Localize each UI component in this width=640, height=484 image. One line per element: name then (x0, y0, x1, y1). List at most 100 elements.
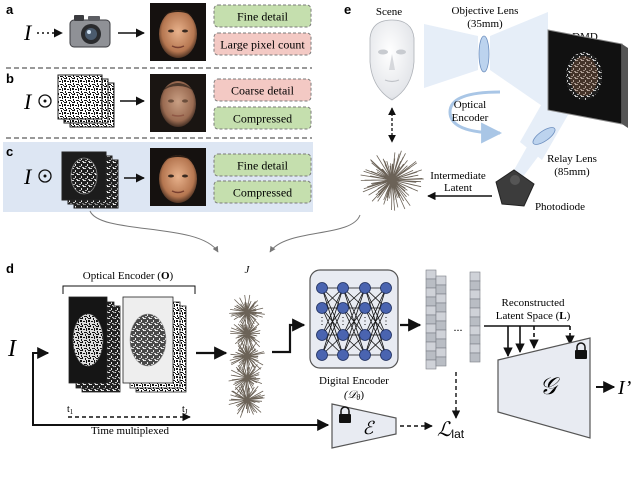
tag-large-pixel-count-text: Large pixel count (220, 38, 305, 52)
dmd-device (547, 29, 628, 128)
net-node (337, 329, 349, 341)
tag-compressed-b-text: Compressed (233, 112, 292, 126)
net-edge (321, 287, 344, 356)
latent-ellipsis: ... (454, 320, 463, 334)
latent-cell (435, 320, 447, 331)
image-encoder-symbol: ℰ (363, 418, 376, 438)
burst-d-5-spikes (228, 383, 265, 418)
reconstructed-label-1: Reconstructed (502, 297, 565, 309)
face-image-c (150, 148, 206, 206)
net-node (316, 329, 328, 341)
burst-e-spikes (360, 150, 424, 211)
latent-cell (435, 356, 447, 367)
net-dots: ⋮ (317, 316, 327, 327)
connector-e-to-d (269, 214, 361, 253)
intermediate-latent-burst (360, 150, 424, 211)
burst-d-1-spikes (229, 294, 265, 329)
latent-cell (469, 334, 481, 345)
net-edge (342, 287, 366, 336)
latent-cell (469, 307, 481, 318)
net-dots: ⋮ (381, 316, 391, 327)
latent-cell (425, 359, 437, 370)
latent-cell (435, 347, 447, 358)
net-dots: ⋮ (360, 316, 370, 327)
photodiode-label: Photodiode (535, 201, 585, 213)
beam-relay-photodiode (514, 138, 546, 178)
panel-b: b I Coarse detail Compressed (6, 71, 312, 132)
latent-cell (469, 316, 481, 327)
net-dots: ⋮ (338, 316, 348, 327)
beam-scene-lens (424, 24, 478, 88)
camera-icon (69, 15, 111, 48)
input-to-encoder-arrow (32, 347, 330, 431)
net-node (359, 282, 371, 294)
net-edge (342, 287, 366, 356)
panel-c: c I Fine detail Compressed (3, 142, 313, 212)
relay-lens (532, 127, 556, 145)
latent-bar-1 (425, 269, 437, 370)
latent-cell (425, 332, 437, 343)
face-image-a (150, 3, 206, 61)
net-node (380, 302, 392, 314)
time-start-label: t1 (67, 404, 74, 416)
generator-block (497, 337, 591, 439)
digital-encoder-network: ⋮ ⋮ ⋮ ⋮ (309, 269, 399, 369)
beam-lens-dmd (490, 12, 548, 110)
output-symbol: I’ (617, 377, 632, 399)
net-edge (364, 287, 387, 336)
latent-cell (425, 296, 437, 307)
digital-encoder-label: Digital Encoder (319, 375, 389, 387)
panel-d-letter: d (6, 261, 14, 276)
burst-d-3 (229, 339, 265, 373)
net-node (380, 282, 392, 294)
panel-a-letter: a (6, 2, 14, 17)
latent-cell (425, 323, 437, 334)
mask-scene-icon (369, 19, 415, 101)
learned-patterns-c (61, 151, 119, 209)
latent-cell (469, 325, 481, 336)
tag-compressed-c (213, 180, 312, 204)
connector-c-to-d (89, 210, 219, 253)
objective-lens-label-2: (35mm) (467, 18, 503, 30)
latent-bar-3 (469, 271, 481, 363)
relay-lens-label-2: (85mm) (554, 166, 590, 178)
digital-encoder-symbol: (𝒟θ) (344, 389, 364, 402)
burst-d-3-spikes (229, 339, 265, 373)
optical-encoder-curved-arrow (448, 90, 503, 144)
tag-coarse-detail-text: Coarse detail (231, 84, 295, 98)
net-node (316, 349, 328, 361)
net-node (380, 329, 392, 341)
net-node (359, 329, 371, 341)
net-edge (364, 287, 387, 356)
latent-cell (425, 305, 437, 316)
burst-e (360, 150, 424, 211)
panel-e-letter: e (344, 2, 351, 17)
panel-d-input-symbol: I (7, 336, 17, 362)
latent-cell (425, 287, 437, 298)
j-label: J (245, 264, 251, 276)
panel-d: d I Optical Encoder (O) ... t1 tJ Time m… (6, 261, 632, 449)
panel-a: a I Fine detail Large pixel count (6, 2, 312, 61)
latent-cell (435, 275, 447, 286)
pattern-stack-1 (68, 296, 121, 393)
burst-d-1 (229, 294, 265, 329)
latent-cell (469, 289, 481, 300)
latent-cell (469, 352, 481, 363)
latent-cell (435, 293, 447, 304)
loss-symbol: ℒlat (437, 419, 465, 441)
panel-b-letter: b (6, 71, 14, 86)
random-patterns-b (57, 74, 115, 128)
time-end-label: tJ (182, 404, 188, 416)
objective-lens-label-1: Objective Lens (452, 5, 519, 17)
scene-label: Scene (376, 6, 402, 18)
latent-cell (435, 284, 447, 295)
latent-cell (435, 302, 447, 313)
tag-fine-detail-a (213, 4, 312, 28)
net-node (316, 302, 328, 314)
panel-a-input-symbol: I (23, 20, 33, 45)
odot-icon-c (38, 169, 52, 183)
latent-cell (469, 298, 481, 309)
panel-c-input-symbol: I (23, 164, 33, 189)
latent-cell (435, 329, 447, 340)
